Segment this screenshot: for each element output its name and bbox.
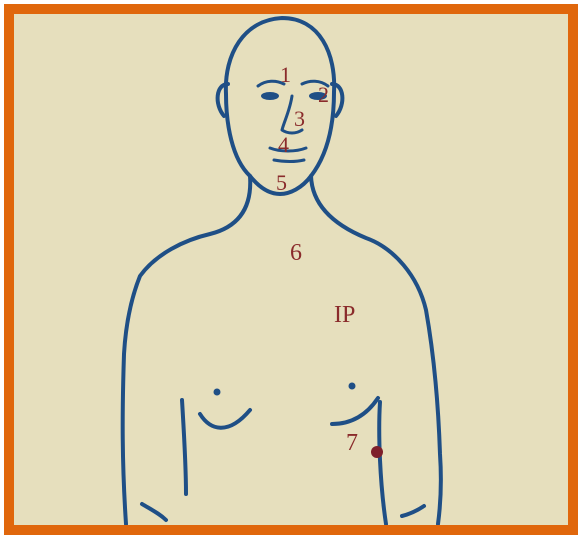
label-4: 4 [278, 132, 289, 157]
point-7-marker [371, 446, 383, 458]
body-diagram: 1 2 3 4 5 6 IP 7 [14, 14, 568, 525]
lower-lip [274, 160, 304, 162]
right-inner-arm [379, 402, 386, 524]
left-nipple [214, 389, 221, 396]
right-pectoral [332, 398, 378, 424]
right-lower-line [402, 506, 424, 516]
left-eye [261, 92, 279, 100]
label-2: 2 [318, 82, 329, 107]
right-body-outline [311, 176, 441, 524]
right-nipple [349, 383, 356, 390]
label-6: 6 [290, 240, 302, 266]
label-ip: IP [334, 302, 355, 328]
left-lower-line [142, 504, 166, 520]
label-1: 1 [280, 62, 291, 87]
left-pectoral [200, 410, 250, 428]
diagram-frame: 1 2 3 4 5 6 IP 7 [4, 4, 578, 535]
label-7: 7 [346, 430, 358, 456]
label-3: 3 [294, 106, 305, 131]
label-5: 5 [276, 170, 287, 195]
left-inner-arm [182, 400, 186, 494]
